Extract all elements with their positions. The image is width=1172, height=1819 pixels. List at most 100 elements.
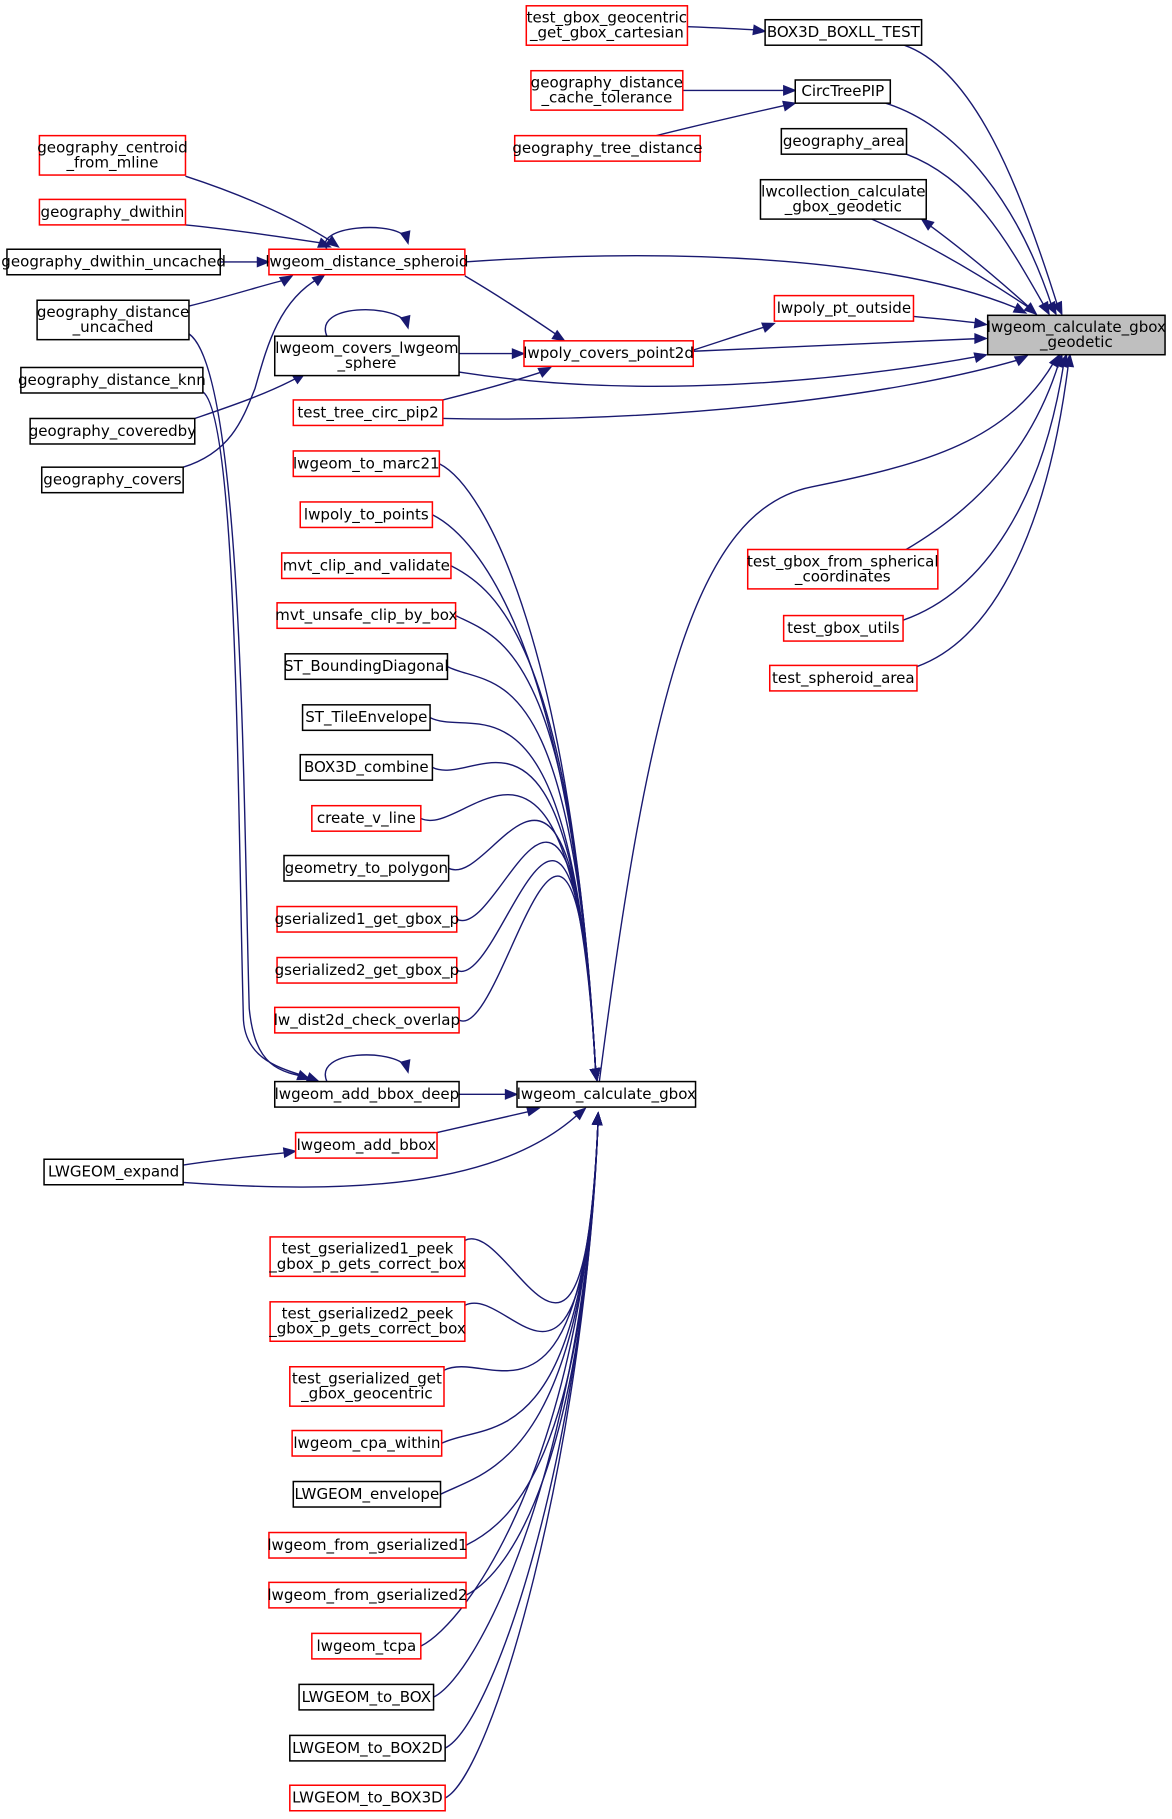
edge-arrowhead (591, 1111, 603, 1126)
node-box (276, 905, 458, 933)
function-node[interactable]: geography_dwithin_uncached (1, 248, 226, 276)
node-box (768, 664, 918, 692)
function-node[interactable]: test_gserialized2_peek_gbox_p_gets_corre… (268, 1301, 466, 1343)
function-node[interactable]: create_v_line (311, 804, 422, 832)
call-edge (885, 102, 1057, 316)
function-node[interactable]: mvt_unsafe_clip_by_box (275, 602, 458, 630)
function-node[interactable]: mvt_clip_and_validate (280, 552, 452, 580)
function-node[interactable]: gserialized2_get_gbox_p (275, 956, 460, 984)
function-node[interactable]: test_gserialized_get_gbox_geocentric (289, 1366, 445, 1407)
function-node[interactable]: lwcollection_calculate_gbox_geodetic (759, 178, 927, 220)
node-label: _gbox_geocentric (300, 1385, 433, 1404)
node-label: test_gbox_utils (787, 619, 900, 638)
function-node[interactable]: lwgeom_calculate_gbox_geodetic (986, 314, 1166, 356)
node-box (986, 314, 1166, 356)
function-node[interactable]: test_tree_circ_pip2 (292, 399, 444, 427)
node-box (40, 466, 184, 494)
function-node[interactable]: lw_dist2d_check_overlap (274, 1006, 460, 1034)
function-node[interactable]: geography_tree_distance (512, 134, 703, 162)
node-box (746, 548, 939, 590)
function-node[interactable]: lwpoly_to_points (299, 501, 434, 529)
call-edge (465, 1111, 603, 1546)
function-node[interactable]: test_gbox_utils (782, 614, 904, 642)
function-node[interactable]: lwgeom_add_bbox_deep (273, 1080, 460, 1108)
function-node[interactable]: lwgeom_cpa_within (291, 1429, 443, 1457)
edge-line (447, 665, 597, 1075)
edge-line (913, 315, 981, 325)
function-node[interactable]: geography_dwithin (38, 198, 187, 226)
node-box (36, 299, 190, 341)
edge-line (450, 565, 597, 1075)
function-node[interactable]: geography_covers (40, 466, 184, 494)
function-node[interactable]: geography_centroid_from_mline (37, 134, 188, 176)
function-node[interactable]: lwgeom_covers_lwgeom_sphere (273, 335, 460, 377)
function-node[interactable]: LWGEOM_envelope (292, 1480, 442, 1508)
node-label: _coordinates (794, 567, 891, 586)
edge-line (903, 360, 1061, 552)
node-label: test_gserialized_get (292, 1370, 442, 1389)
function-node[interactable]: test_gbox_geocentric_get_gbox_cartesian (525, 5, 689, 46)
function-node[interactable]: BOX3D_BOXLL_TEST (764, 18, 923, 46)
node-label: lwgeom_from_gserialized2 (267, 1586, 467, 1605)
node-box (29, 417, 196, 445)
function-node[interactable]: geometry_to_polygon (283, 854, 450, 882)
function-node[interactable]: lwpoly_covers_point2d (523, 340, 694, 368)
function-node[interactable]: lwpoly_pt_outside (773, 294, 915, 322)
edge-line (183, 1151, 290, 1166)
function-node[interactable]: geography_distance_uncached (36, 299, 190, 341)
edge-arrowhead (296, 1069, 311, 1081)
function-node[interactable]: lwgeom_tcpa (311, 1632, 422, 1660)
call-edge (456, 859, 601, 1082)
edge-line (183, 1112, 581, 1188)
edge-line (464, 255, 1021, 311)
function-node[interactable]: lwgeom_calculate_gbox (516, 1080, 697, 1108)
node-label: geography_area (783, 132, 905, 151)
function-node[interactable]: test_gbox_from_spherical_coordinates (746, 548, 939, 590)
call-edge (442, 355, 1029, 420)
function-node[interactable]: ST_TileEnvelope (301, 704, 431, 732)
function-node[interactable]: LWGEOM_to_BOX2D (289, 1734, 446, 1762)
function-node[interactable]: test_spheroid_area (768, 664, 918, 692)
node-box (269, 1236, 466, 1278)
function-node[interactable]: lwgeom_to_marc21 (292, 450, 441, 478)
node-label: mvt_clip_and_validate (283, 556, 450, 575)
function-node[interactable]: lwgeom_from_gserialized2 (267, 1581, 468, 1609)
function-node[interactable]: gserialized1_get_gbox_p (275, 905, 460, 933)
call-edge (433, 1111, 603, 1698)
edge-arrowhead (525, 1105, 541, 1117)
function-node[interactable]: LWGEOM_to_BOX (298, 1683, 435, 1711)
node-label: _cache_tolerance (540, 89, 672, 108)
call-edge (682, 84, 797, 96)
edge-line (885, 102, 1054, 309)
node-box (292, 450, 441, 478)
node-label: geography_distance (37, 303, 189, 322)
function-node[interactable]: CircTreePIP (794, 79, 892, 104)
function-node[interactable]: lwgeom_distance_spheroid (265, 248, 468, 276)
node-box (299, 753, 434, 781)
function-node[interactable]: geography_coveredby (29, 417, 197, 445)
function-node[interactable]: ST_BoundingDiagonal (284, 653, 449, 681)
function-node[interactable]: geography_area (780, 127, 908, 155)
function-node[interactable]: lwgeom_add_bbox (294, 1131, 438, 1159)
function-node[interactable]: geography_distance_knn (18, 366, 206, 394)
function-node[interactable]: LWGEOM_to_BOX3D (289, 1784, 446, 1812)
edge-line (441, 1118, 599, 1444)
function-node[interactable]: test_gserialized1_peek_gbox_p_gets_corre… (268, 1236, 466, 1278)
function-node[interactable]: LWGEOM_expand (43, 1158, 184, 1186)
edge-arrowhead (325, 235, 340, 248)
edge-line (693, 325, 769, 351)
edge-arrowhead (752, 24, 767, 36)
function-node[interactable]: BOX3D_combine (299, 753, 434, 781)
function-node[interactable]: lwgeom_from_gserialized1 (267, 1531, 468, 1559)
node-label: _uncached (72, 318, 154, 337)
node-label: BOX3D_BOXLL_TEST (767, 23, 921, 42)
node-label: geography_covers (43, 471, 181, 490)
node-box (530, 69, 684, 111)
call-edge (436, 1105, 541, 1134)
node-box (773, 294, 915, 322)
node-label: ST_BoundingDiagonal (284, 657, 449, 676)
edge-line (916, 360, 1070, 668)
node-label: lwcollection_calculate (761, 182, 925, 201)
node-box (38, 198, 187, 226)
function-node[interactable]: geography_distance_cache_tolerance (530, 69, 684, 111)
